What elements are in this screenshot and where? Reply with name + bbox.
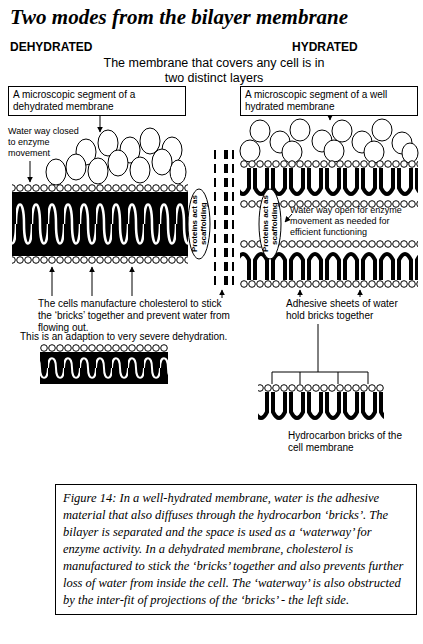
- protein-blob: [152, 149, 172, 175]
- leader-arrow: [222, 290, 223, 298]
- protein-blob: [46, 159, 66, 185]
- callout-text: Water way closed to enzyme movement: [8, 126, 80, 159]
- segment-box: A microscopic segment of a well hydrated…: [240, 86, 418, 116]
- scaffold-oval: Proteins act as scaffolding: [258, 188, 282, 260]
- node-text: Proteins act as scaffolding: [261, 193, 279, 255]
- callout-text: Hydrocarbon bricks of the cell membrane: [288, 430, 406, 454]
- protein-blobs-right: [240, 119, 418, 163]
- hydrocarbon-bricks: [258, 392, 384, 424]
- protein-blob: [66, 154, 86, 180]
- figure-caption: Figure 14: In a well-hydrated membrane, …: [55, 484, 417, 615]
- oval-shape: [188, 189, 210, 259]
- leader-arrow: [30, 161, 31, 182]
- interlocked-bricks: [12, 192, 188, 256]
- note-text: This is an adaption to very severe dehyd…: [20, 331, 260, 343]
- protein-blob: [108, 150, 128, 176]
- cholesterol-column: [214, 148, 234, 288]
- protein-blob: [130, 157, 150, 183]
- cholesterol-bricks: [40, 352, 168, 384]
- node-text: Proteins act as scaffolding: [190, 193, 208, 255]
- callout-text: Adhesive sheets of water hold bricks tog…: [286, 298, 414, 322]
- callout-text: The cells manufacture cholesterol to sti…: [38, 298, 234, 334]
- lipid-heads: [240, 160, 418, 168]
- protein-blob: [324, 140, 344, 162]
- bracket-line: [368, 372, 369, 384]
- leader-arrow: [300, 290, 301, 297]
- protein-blob: [282, 141, 302, 163]
- leader-arrow: [52, 267, 53, 296]
- protein-blob: [170, 160, 186, 184]
- bracket-line: [318, 324, 319, 372]
- section-heading: HYDRATED: [292, 40, 412, 54]
- callout-text: Water way open for enzyme movement as ne…: [290, 205, 416, 238]
- leader-arrow: [100, 114, 101, 132]
- lipid-heads: [258, 384, 384, 392]
- oval-shape: [259, 189, 281, 259]
- bracket-line: [272, 372, 368, 373]
- protein-blob: [364, 141, 384, 163]
- protein-blob: [290, 119, 310, 141]
- lipid-heads: [12, 184, 188, 192]
- lipid-heads: [12, 256, 188, 264]
- leader-arrow: [360, 290, 361, 297]
- lipid-heads: [240, 280, 418, 288]
- bracket-line: [338, 372, 339, 384]
- leader-arrow: [92, 267, 93, 296]
- protein-blob: [372, 119, 392, 141]
- protein-blob: [250, 120, 270, 142]
- subheading-text: The membrane that covers any cell is in …: [96, 56, 332, 86]
- bracket-line: [300, 372, 301, 384]
- scaffold-oval: Proteins act as scaffolding: [187, 188, 211, 260]
- protein-blob: [240, 140, 260, 162]
- node-text: A microscopic segment of a well hydrated…: [245, 89, 413, 113]
- protein-blob: [332, 120, 352, 142]
- leader-arrow: [132, 267, 133, 296]
- section-heading: DEHYDRATED: [10, 40, 130, 54]
- segment-box: A microscopic segment of a dehydrated me…: [8, 86, 186, 116]
- diagram-title: Two modes from the bilayer membrane: [10, 4, 415, 30]
- bracket-line: [272, 372, 273, 384]
- leader-lines: [30, 114, 368, 384]
- node-text: A microscopic segment of a dehydrated me…: [13, 89, 181, 113]
- protein-blobs-left: [46, 128, 186, 185]
- protein-blob: [88, 158, 108, 184]
- lipid-heads: [40, 344, 168, 352]
